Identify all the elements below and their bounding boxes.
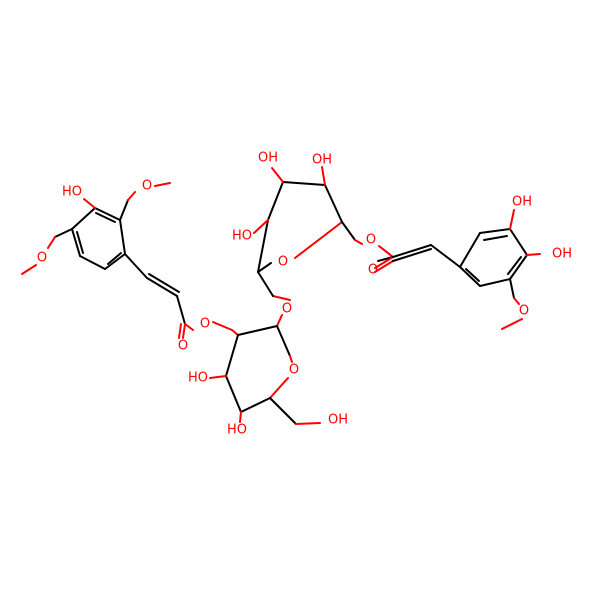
bond-line bbox=[526, 253, 541, 256]
bond-line bbox=[354, 239, 363, 245]
double-bond-line bbox=[182, 323, 186, 339]
aromatic-inner-line bbox=[107, 252, 122, 265]
oxygen-label: O bbox=[142, 179, 152, 194]
bond-line bbox=[83, 198, 96, 209]
double-bond-line bbox=[148, 273, 180, 293]
bond-line bbox=[104, 253, 126, 270]
double-bond-line bbox=[178, 323, 182, 339]
bond-line bbox=[276, 314, 283, 327]
bond-line bbox=[479, 228, 511, 234]
bond-line bbox=[54, 228, 73, 238]
bond-line bbox=[509, 278, 515, 299]
double-bond-line bbox=[392, 244, 432, 258]
oxygen-label: O bbox=[519, 304, 529, 319]
aromatic-inner-line bbox=[483, 235, 508, 241]
aromatic-inner-line bbox=[95, 212, 116, 223]
bond-line bbox=[257, 219, 269, 273]
bond-line bbox=[513, 297, 520, 305]
double-bond-line bbox=[146, 277, 178, 297]
bond-line bbox=[501, 318, 523, 330]
bond-line bbox=[79, 255, 106, 270]
bond-line bbox=[47, 236, 56, 249]
bond-line bbox=[509, 254, 528, 280]
hydroxyl-label: HO bbox=[62, 185, 82, 200]
bond-line bbox=[276, 325, 291, 357]
bond-line bbox=[239, 411, 242, 423]
bond-line bbox=[479, 278, 511, 287]
bond-line bbox=[269, 377, 289, 399]
bond-line bbox=[127, 191, 136, 201]
bond-line bbox=[271, 167, 284, 183]
bond-line bbox=[269, 397, 297, 425]
bond-line bbox=[119, 199, 129, 221]
bond-line bbox=[272, 295, 291, 301]
oxygen-label: O bbox=[200, 317, 210, 332]
hydroxyl-label: OH bbox=[258, 151, 278, 166]
bond-line bbox=[509, 228, 528, 256]
bond-line bbox=[459, 266, 481, 287]
bond-line bbox=[430, 244, 461, 268]
double-bond-line bbox=[374, 256, 394, 269]
bond-line bbox=[509, 209, 515, 230]
bond-layer bbox=[21, 166, 541, 425]
bond-line bbox=[124, 253, 148, 279]
bond-line bbox=[154, 182, 171, 187]
bond-line bbox=[209, 375, 227, 379]
bond-line bbox=[176, 295, 186, 325]
bond-line bbox=[94, 207, 121, 221]
bond-line bbox=[324, 184, 343, 223]
double-bond-line bbox=[392, 248, 432, 262]
bond-line bbox=[212, 321, 233, 331]
oxygen-label: O bbox=[289, 363, 299, 378]
bond-line bbox=[257, 262, 272, 273]
bond-line bbox=[282, 181, 326, 186]
bond-line bbox=[71, 207, 96, 230]
oxygen-label: O bbox=[278, 255, 288, 270]
bond-line bbox=[21, 264, 37, 275]
bond-line bbox=[321, 166, 326, 186]
bond-line bbox=[341, 221, 356, 241]
oxygen-label: O bbox=[178, 339, 188, 354]
bond-line bbox=[267, 181, 284, 221]
bond-line bbox=[184, 323, 194, 331]
bond-line bbox=[231, 329, 239, 336]
hydroxyl-label: OH bbox=[512, 195, 532, 210]
bond-line bbox=[240, 397, 271, 413]
hydroxyl-label: OH bbox=[328, 413, 348, 428]
bond-line bbox=[237, 325, 278, 336]
bond-line bbox=[289, 355, 293, 363]
bond-line bbox=[295, 422, 321, 425]
double-bond-line bbox=[374, 260, 394, 273]
hydroxyl-label: HO bbox=[232, 229, 252, 244]
bond-line bbox=[294, 221, 343, 259]
aromatic-inner-line bbox=[507, 256, 522, 275]
oxygen-label: O bbox=[368, 263, 378, 278]
bond-line bbox=[119, 219, 126, 255]
hydroxyl-label: OH bbox=[312, 153, 332, 168]
bond-line bbox=[71, 228, 81, 257]
aromatic-inner-line bbox=[465, 268, 480, 282]
oxygen-label: O bbox=[366, 233, 376, 248]
oxygen-label: O bbox=[282, 302, 292, 317]
bond-line bbox=[459, 232, 481, 268]
bond-line bbox=[378, 245, 394, 258]
bond-line bbox=[225, 334, 239, 377]
hydroxyl-label: OH bbox=[552, 247, 572, 262]
hydroxyl-label: HO bbox=[227, 423, 247, 438]
bond-line bbox=[257, 271, 274, 297]
hydroxyl-label: HO bbox=[188, 371, 208, 386]
aromatic-inner-line bbox=[76, 231, 84, 254]
oxygen-label: O bbox=[37, 251, 47, 266]
bond-line bbox=[225, 375, 242, 413]
bond-line bbox=[253, 219, 269, 234]
